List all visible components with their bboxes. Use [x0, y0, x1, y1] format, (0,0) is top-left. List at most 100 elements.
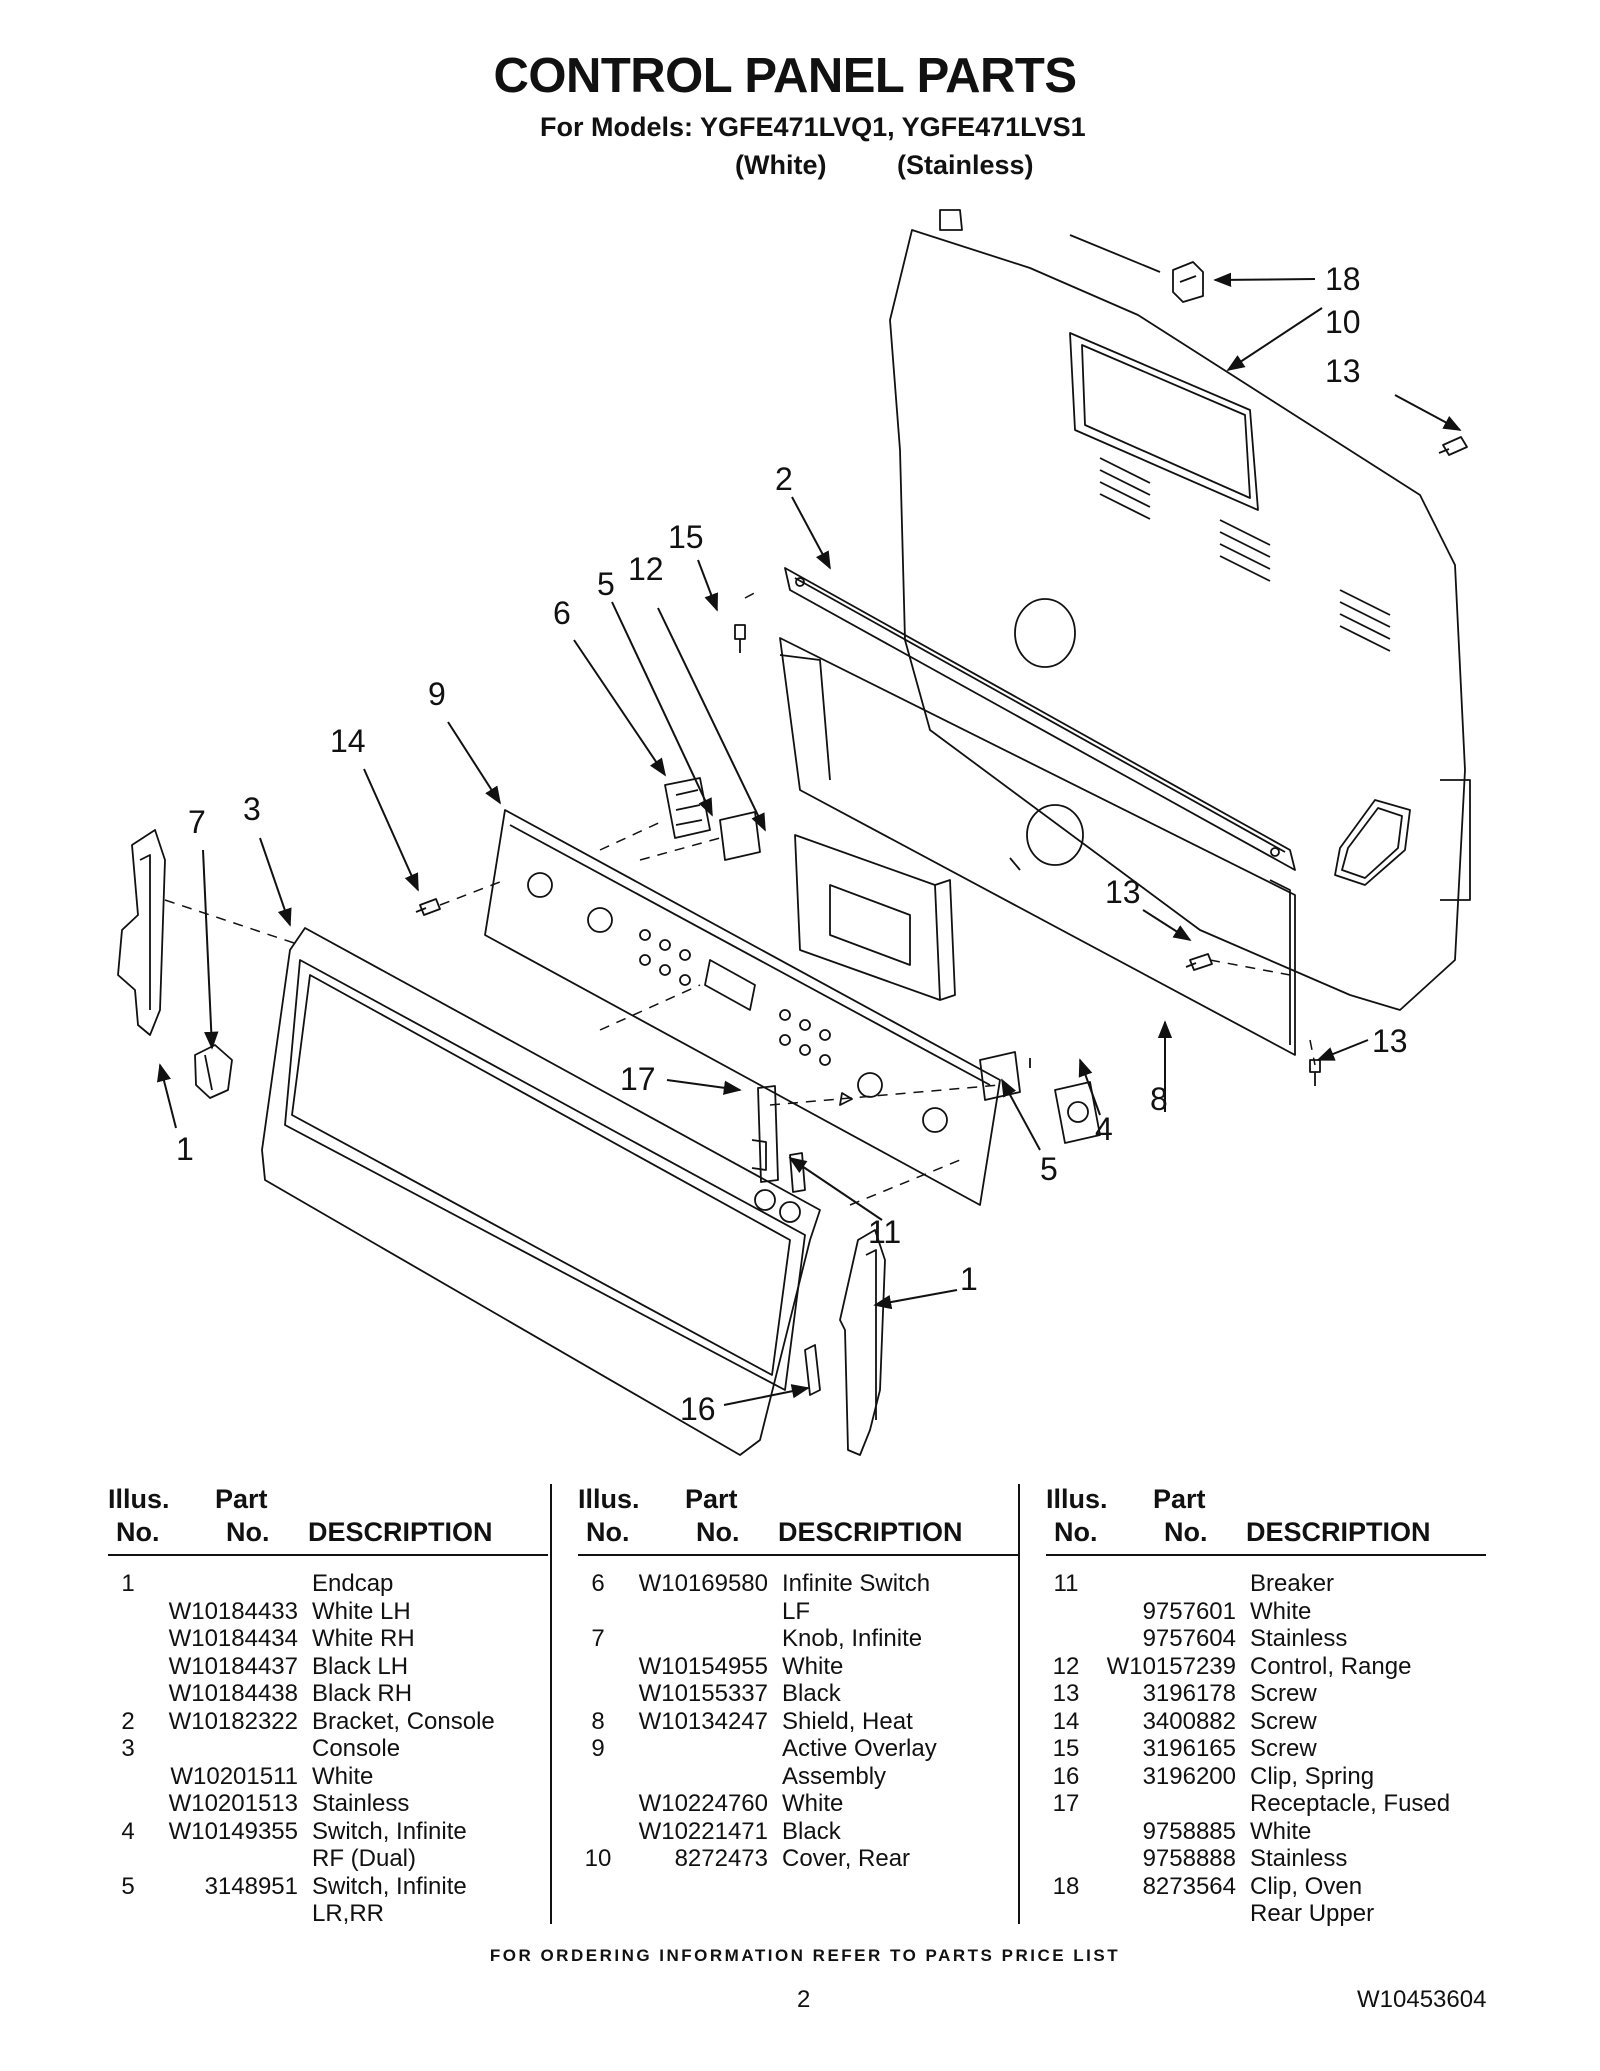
part-number: W10184433 [168, 1597, 298, 1625]
header-illus-no: No. [586, 1517, 630, 1547]
part-number: W10169580 [638, 1570, 768, 1597]
page-title: CONTROL PANEL PARTS [493, 49, 1077, 103]
part-description: Assembly [782, 1762, 887, 1790]
part-description: Control, Range [1250, 1652, 1412, 1680]
knob-part [194, 1044, 233, 1099]
part-description: Stainless [1250, 1845, 1348, 1872]
part-number: W10221471 [638, 1817, 768, 1845]
heat-shield-part [779, 637, 1296, 1056]
part-description: Console [312, 1735, 401, 1762]
part-number: 8272473 [674, 1845, 768, 1872]
part-description: Receptacle, Fused [1250, 1790, 1451, 1817]
part-description: Black LH [312, 1652, 409, 1680]
part-number: W10201513 [168, 1790, 298, 1817]
part-description: Endcap [312, 1570, 394, 1597]
part-description: Active Overlay [782, 1735, 937, 1762]
illus-number: 2 [121, 1707, 135, 1735]
part-number: W10155337 [638, 1680, 768, 1707]
part-description: White [782, 1652, 844, 1680]
part-description: White [782, 1790, 844, 1817]
header-part: Part [1153, 1484, 1206, 1514]
endcap-parts [117, 829, 886, 1456]
part-description: Switch, Infinite [312, 1817, 467, 1845]
callout-7: 7 [188, 804, 206, 840]
header-part-no: No. [696, 1517, 740, 1547]
part-number: W10134247 [638, 1707, 768, 1735]
header-description: DESCRIPTION [308, 1517, 493, 1547]
part-number: W10201511 [170, 1762, 298, 1790]
callout-5-top: 5 [597, 566, 615, 602]
part-description: RF (Dual) [312, 1845, 417, 1872]
illus-number: 17 [1052, 1790, 1080, 1817]
part-description: Bracket, Console [312, 1707, 495, 1735]
part-description: Black [782, 1680, 841, 1707]
callout-13-low: 13 [1372, 1023, 1408, 1059]
header-illus: Illus. [578, 1484, 640, 1514]
part-number: 3400882 [1142, 1707, 1236, 1735]
part-number: 3148951 [204, 1872, 298, 1900]
part-description: Clip, Oven [1250, 1872, 1363, 1900]
part-number: 3196200 [1142, 1762, 1236, 1790]
page-number: 2 [797, 1986, 811, 2013]
variant-white: (White) [735, 150, 827, 180]
illus-number: 16 [1052, 1762, 1080, 1790]
illus-number: 9 [591, 1735, 605, 1762]
column-header: Illus. No. Part No. DESCRIPTION [1046, 1484, 1486, 1556]
header-part-no: No. [1164, 1517, 1208, 1547]
header-description: DESCRIPTION [1246, 1517, 1431, 1547]
table-row: 9758888 Stainless [1046, 1845, 1486, 1873]
callout-1-left: 1 [176, 1131, 194, 1167]
header-illus: Illus. [1046, 1484, 1108, 1514]
part-number: W10149355 [168, 1817, 298, 1845]
callout-13-top: 13 [1325, 353, 1361, 389]
callout-10: 10 [1325, 304, 1361, 340]
part-description: Switch, Infinite [312, 1872, 467, 1900]
receptacle-breaker-parts [751, 1085, 806, 1193]
illus-number: 8 [591, 1707, 605, 1735]
table-row: Rear Upper [1046, 1900, 1486, 1928]
callout-17: 17 [620, 1061, 656, 1097]
illus-number: 5 [121, 1872, 135, 1900]
table-row: 17 Receptacle, Fused [1046, 1790, 1486, 1818]
screw-parts [415, 436, 1468, 1086]
header-illus: Illus. [108, 1484, 170, 1514]
illus-number: 15 [1052, 1735, 1080, 1762]
part-number: W10184434 [168, 1625, 298, 1652]
part-description: Rear Upper [1250, 1900, 1375, 1927]
header-description: DESCRIPTION [778, 1517, 963, 1547]
table-row: 16 3196200 Clip, Spring [1046, 1763, 1486, 1791]
part-number: 3196165 [1142, 1735, 1236, 1762]
illus-number: 1 [121, 1570, 135, 1597]
part-description: White RH [312, 1625, 415, 1652]
column-divider [550, 1484, 552, 1924]
part-description: Screw [1250, 1735, 1317, 1762]
part-description: White [1250, 1817, 1312, 1845]
callout-8: 8 [1150, 1081, 1168, 1117]
variant-stainless: (Stainless) [897, 150, 1034, 180]
table-row: 1 Endcap [108, 1570, 548, 1598]
part-number: 9758888 [1142, 1845, 1236, 1872]
part-description: Knob, Infinite [782, 1625, 923, 1652]
table-row: W10155337 Black [578, 1680, 1018, 1708]
part-description: Clip, Spring [1250, 1762, 1375, 1790]
callout-9: 9 [428, 676, 446, 712]
callout-12: 12 [628, 551, 664, 587]
callout-14: 14 [330, 723, 366, 759]
spring-clip-part [804, 1344, 821, 1396]
table-row: Assembly [578, 1763, 1018, 1791]
callout-13-mid: 13 [1105, 874, 1141, 910]
ordering-note: FOR ORDERING INFORMATION REFER TO PARTS … [489, 1946, 1121, 1965]
part-number: W10184438 [168, 1680, 298, 1707]
